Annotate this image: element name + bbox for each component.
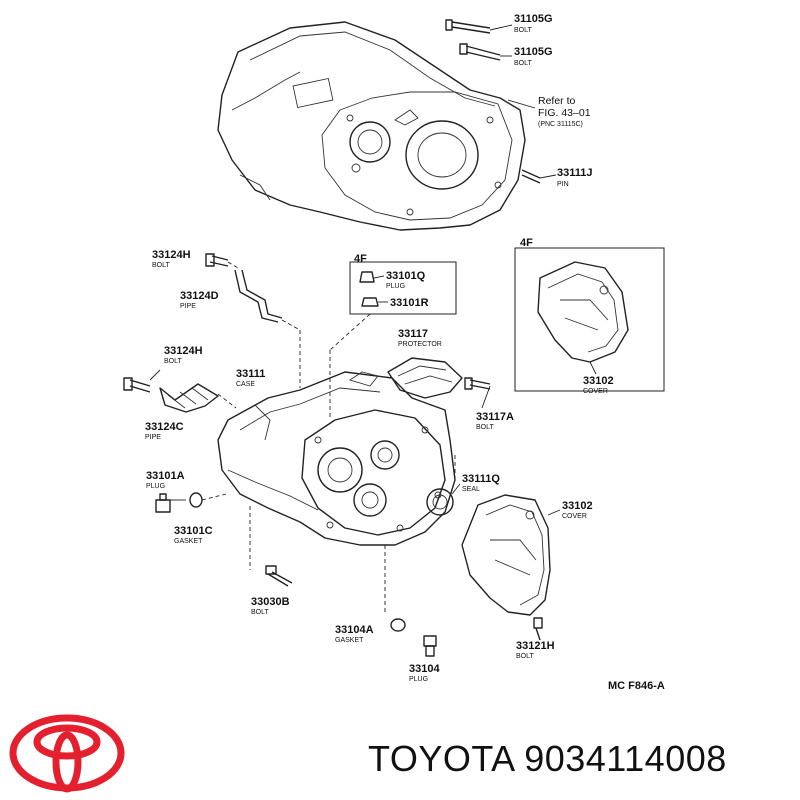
- label-33111q-name: SEAL: [462, 486, 480, 493]
- label-33124d-name: PIPE: [180, 303, 196, 310]
- label-31105g-b-num: 31105G: [514, 46, 553, 58]
- plug-33104-drawing: [390, 618, 437, 657]
- label-33117a-name: BOLT: [476, 424, 494, 431]
- label-33030b-num: 33030B: [251, 596, 290, 608]
- clutch-housing-drawing: [217, 19, 557, 231]
- bolt-33030b-drawing: [265, 565, 293, 587]
- label-31105g-a-name: BOLT: [514, 27, 532, 34]
- label-31105g-b-name: BOLT: [514, 60, 532, 67]
- label-33124h-a-name: BOLT: [152, 262, 170, 269]
- cover-33102-drawing: [461, 494, 561, 641]
- label-33101c-name: GASKET: [174, 538, 203, 545]
- figure-code: MC F846-A: [608, 680, 665, 692]
- label-33124c-num: 33124C: [145, 421, 184, 433]
- label-33111q-num: 33111Q: [462, 473, 500, 485]
- toyota-logo-icon: [9, 714, 125, 793]
- label-33117-name: PROTECTOR: [398, 341, 442, 348]
- label-4f-b: 4F: [520, 237, 533, 249]
- label-33117-num: 33117: [398, 328, 428, 340]
- drain-plug-drawing: [155, 492, 227, 513]
- label-refer-line2: FIG. 43–01: [538, 107, 591, 119]
- label-33121h-name: BOLT: [516, 653, 534, 660]
- label-33111-num: 33111: [236, 368, 265, 380]
- label-33117a-num: 33117A: [476, 411, 514, 423]
- label-33124d-num: 33124D: [180, 290, 219, 302]
- plug-4f-box: [329, 261, 457, 420]
- label-33111-name: CASE: [236, 381, 255, 388]
- brand-name: TOYOTA: [368, 738, 514, 779]
- label-33102-a-name: COVER: [583, 388, 608, 395]
- label-33102-b-name: COVER: [562, 513, 587, 520]
- label-33104a-name: GASKET: [335, 637, 364, 644]
- protector-drawing: [387, 357, 491, 409]
- label-31105g-a-num: 31105G: [514, 13, 553, 25]
- label-33102-a-num: 33102: [583, 375, 614, 387]
- label-33101q-num: 33101Q: [386, 270, 426, 282]
- part-number: 9034114008: [524, 738, 727, 779]
- label-4f-a: 4F: [354, 253, 367, 265]
- brand-line: TOYOTA 9034114008: [368, 738, 727, 780]
- transmission-case-drawing: [217, 371, 461, 615]
- label-33124h-b-num: 33124H: [164, 345, 203, 357]
- label-33030b-name: BOLT: [251, 609, 269, 616]
- label-33124c-name: PIPE: [145, 434, 161, 441]
- label-33111j-num: 33111J: [557, 167, 593, 179]
- cover-4f-box: [514, 247, 665, 392]
- label-33111j-name: PIN: [557, 181, 569, 188]
- label-33124h-a-num: 33124H: [152, 249, 191, 261]
- label-33104-name: PLUG: [409, 676, 428, 683]
- label-33101a-num: 33101A: [146, 470, 185, 482]
- pipe-assembly-drawing: [123, 253, 301, 413]
- label-refer-line3: (PNC 31115C): [538, 121, 583, 128]
- label-33104a-num: 33104A: [335, 624, 374, 636]
- label-33101q-name: PLUG: [386, 283, 405, 290]
- label-33104-num: 33104: [409, 663, 440, 675]
- label-33101r-num: 33101R: [390, 297, 429, 309]
- label-33124h-b-name: BOLT: [164, 358, 182, 365]
- callout-labels: 31105G BOLT 31105G BOLT Refer to FIG. 43…: [145, 13, 665, 692]
- label-33102-b-num: 33102: [562, 500, 593, 512]
- label-33121h-num: 33121H: [516, 640, 555, 652]
- label-33101c-num: 33101C: [174, 525, 213, 537]
- label-refer-line1: Refer to: [538, 95, 576, 107]
- label-33101a-name: PLUG: [146, 483, 165, 490]
